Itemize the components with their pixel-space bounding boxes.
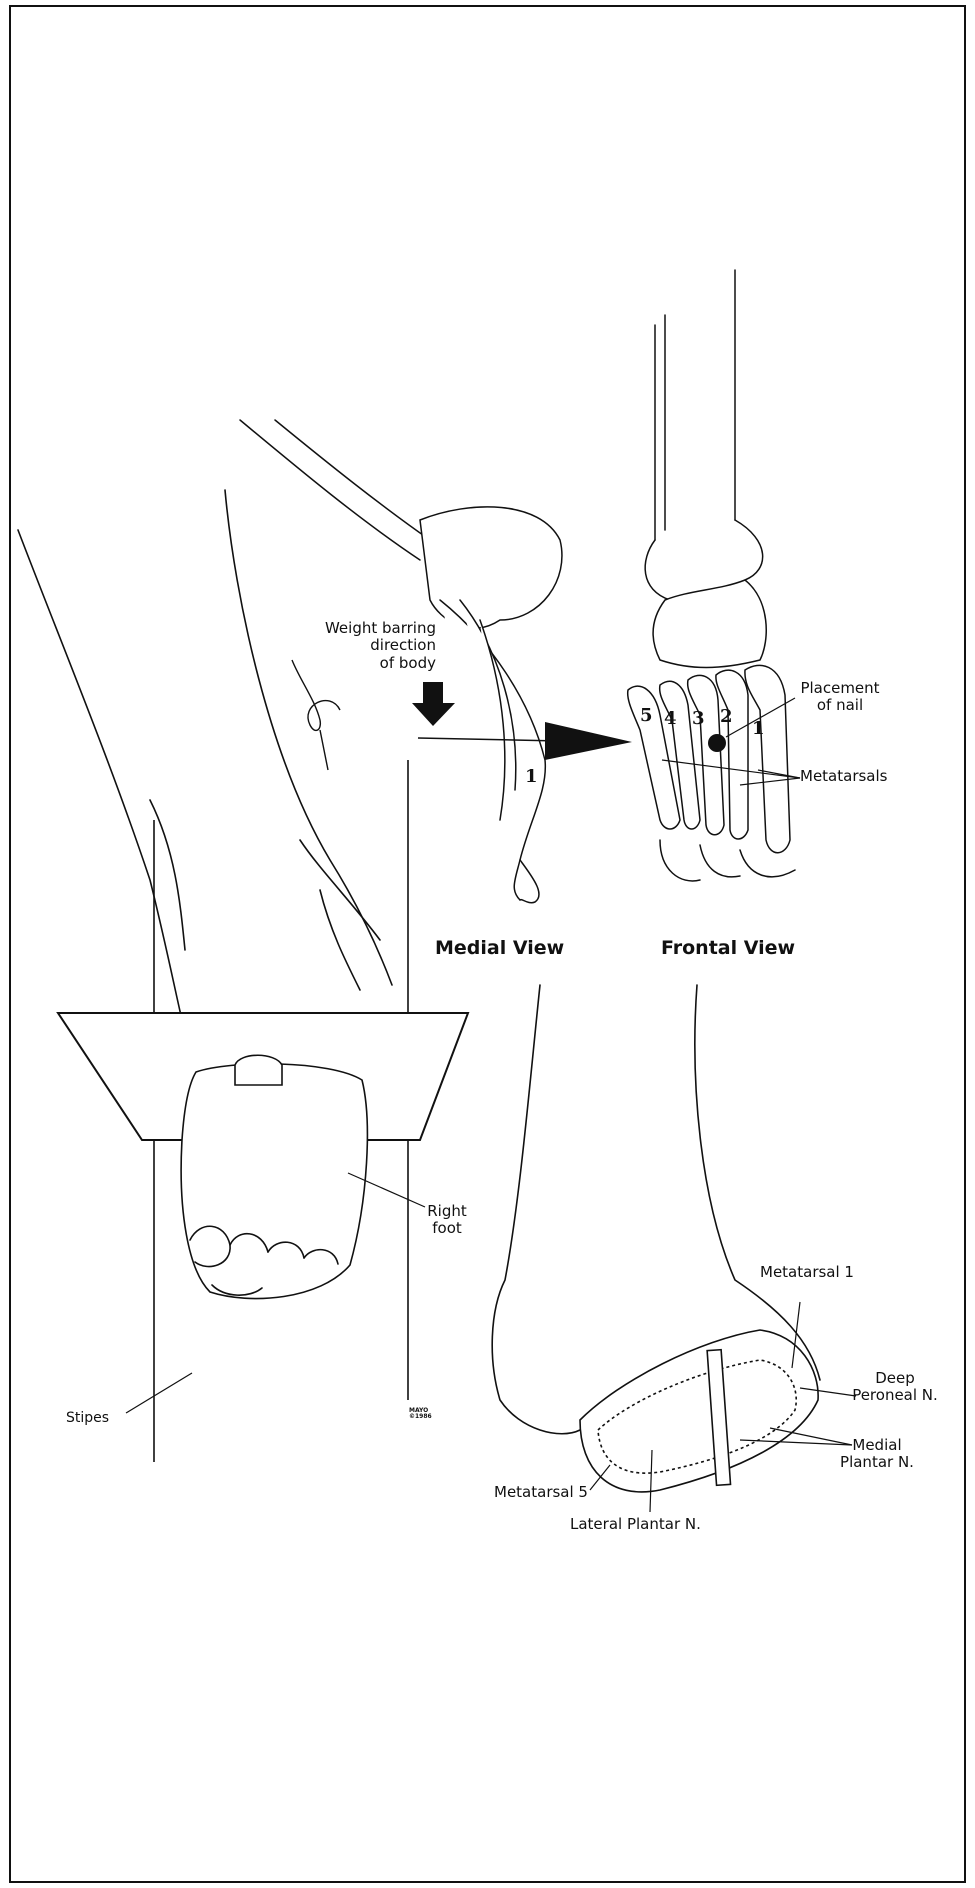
right-foot [181,1055,367,1298]
medial-bone-number-1: 1 [525,766,538,787]
weight-arrow [412,682,455,726]
foot-sole-cross-section [580,1330,818,1492]
medial-view-title: Medial View [435,937,564,959]
lateral-plantar-nerve-label: Lateral Plantar N. [570,1516,701,1533]
frontal-metatarsal-number-4: 4 [664,708,677,729]
weight-bearing-label: Weight barring direction of body [290,620,436,672]
leg-illustration [18,490,392,1020]
frontal-metatarsal-number-3: 3 [692,708,705,729]
deep-peroneal-nerve-label: Deep Peroneal N. [850,1370,940,1405]
frontal-metatarsal-number-1: 1 [752,718,765,739]
metatarsal-1-label: Metatarsal 1 [760,1264,854,1281]
frontal-view-skeleton [628,270,795,881]
metatarsals-label: Metatarsals [800,768,887,785]
placement-of-nail-label: Placement of nail [790,680,890,715]
metatarsal-5-label: Metatarsal 5 [494,1484,588,1501]
artist-signature [292,660,340,770]
copyright-stamp: MAYO ©1986 [409,1408,432,1420]
medial-plantar-nerve-label: Medial Plantar N. [832,1437,922,1472]
frontal-metatarsal-number-2: 2 [720,706,733,727]
nail-placement-marker [708,734,726,752]
frontal-metatarsal-number-5: 5 [640,705,653,726]
stipes-label: Stipes [66,1410,109,1426]
frontal-view-title: Frontal View [661,937,795,959]
right-foot-label: Right foot [424,1203,470,1238]
